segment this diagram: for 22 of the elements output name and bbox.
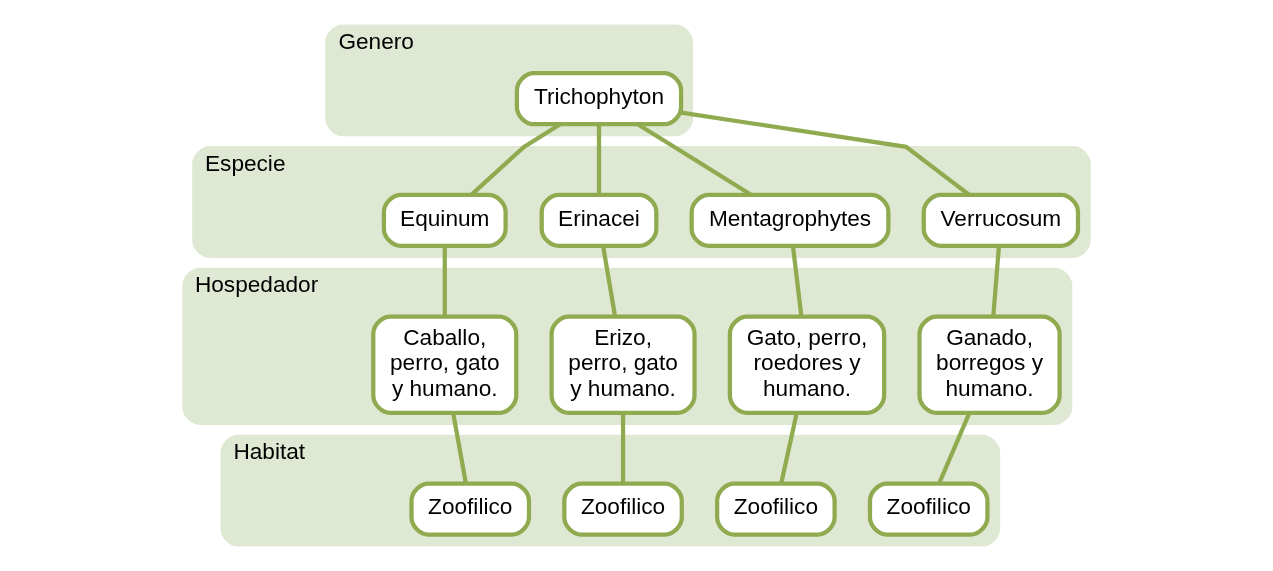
node-box: Caballo, perro, gato y humano.: [371, 314, 519, 415]
node-box: Zoofilico: [409, 481, 532, 537]
connector: [790, 246, 804, 317]
node-box: Trichophyton: [514, 71, 684, 127]
node-box: Zoofilico: [715, 481, 837, 537]
node-box: Erinacei: [539, 192, 659, 248]
connector: [442, 246, 447, 317]
node-box: Zoofilico: [867, 481, 990, 537]
node-box: Ganado, borregos y humano.: [917, 314, 1062, 415]
node-box: Erizo, perro, gato y humano.: [549, 314, 697, 415]
node-box: Zoofilico: [562, 481, 684, 537]
node-box: Equinum: [381, 192, 508, 248]
connector: [779, 412, 799, 484]
node-box: Gato, perro, roedores y humano.: [727, 314, 887, 415]
connector: [601, 246, 618, 317]
node-box: Mentagrophytes: [689, 192, 891, 248]
connector: [991, 246, 1002, 317]
node-box: Verrucosum: [921, 192, 1081, 248]
connector: [596, 124, 602, 195]
connector: [620, 412, 626, 484]
connector: [937, 412, 972, 485]
connector: [451, 412, 468, 484]
